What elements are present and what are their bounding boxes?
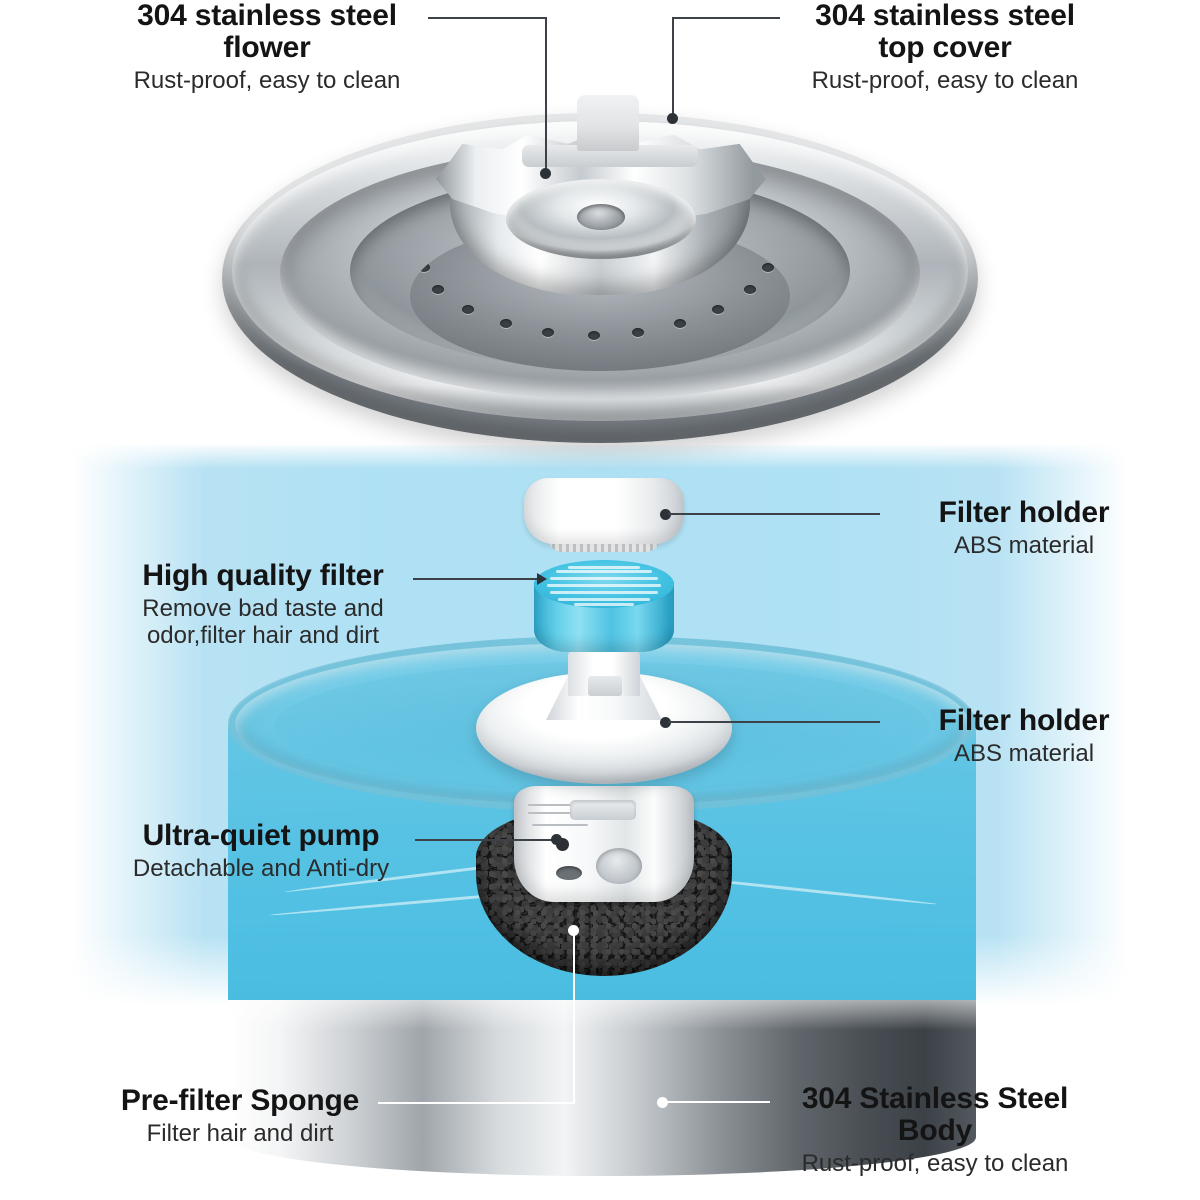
pump-print-line-2 [528, 812, 572, 814]
pump-top-slot [570, 800, 636, 820]
callout-stainless-body: 304 Stainless Steel Body Rust-proof, eas… [772, 1083, 1098, 1177]
callout-filter-holder-upper-subtitle: ABS material [953, 531, 1095, 559]
bowl-steel-highlight [228, 1000, 976, 1030]
callout-high-quality-filter-subtitle-line2: odor,filter hair and dirt [146, 621, 380, 649]
top-cover-handle-tab [577, 95, 639, 151]
callout-flower-title-line1: 304 stainless steel [137, 0, 397, 32]
callout-filter-holder-lower-subtitle: ABS material [953, 739, 1095, 767]
callout-pre-filter-sponge-title: Pre-filter Sponge [120, 1084, 360, 1117]
callout-stainless-body-title-line1: 304 Stainless Steel [801, 1082, 1069, 1115]
callout-filter-holder-lower: Filter holder ABS material [884, 705, 1164, 768]
flower-center-nozzle [577, 204, 625, 230]
callout-ultra-quiet-pump: Ultra-quiet pump Detachable and Anti-dry [104, 820, 418, 883]
callout-flower-subtitle: Rust-proof, easy to clean [133, 66, 401, 94]
stainless-steel-top-cover-part [222, 95, 978, 455]
callout-filter-holder-upper: Filter holder ABS material [884, 497, 1164, 560]
holder-lower-clip [588, 676, 622, 696]
ultra-quiet-pump-part [452, 786, 752, 976]
holder-upper-body [524, 478, 684, 544]
callout-high-quality-filter: High quality filter Remove bad taste and… [116, 560, 410, 650]
callout-top-cover-title-line1: 304 stainless steel [815, 0, 1075, 32]
callout-ultra-quiet-pump-subtitle: Detachable and Anti-dry [132, 854, 390, 882]
callout-stainless-body-subtitle: Rust-proof, easy to clean [801, 1149, 1069, 1177]
callout-stainless-body-title-line2: Body [897, 1113, 973, 1147]
pump-outlet-port [596, 848, 642, 884]
callout-flower: 304 stainless steel flower Rust-proof, e… [104, 0, 430, 94]
callout-flower-title-line2: flower [223, 30, 311, 64]
high-quality-filter-part [528, 560, 680, 664]
callout-filter-holder-lower-title: Filter holder [938, 704, 1110, 737]
callout-pre-filter-sponge-subtitle: Filter hair and dirt [146, 1119, 334, 1147]
callout-top-cover-title-line2: top cover [878, 30, 1012, 64]
filter-cartridge-grill [534, 560, 674, 608]
filter-holder-lower-part [476, 650, 732, 790]
callout-ultra-quiet-pump-title: Ultra-quiet pump [142, 819, 380, 852]
callout-high-quality-filter-subtitle-line1: Remove bad taste and [142, 594, 384, 622]
pump-vent-oval [556, 866, 582, 880]
callout-top-cover-subtitle: Rust-proof, easy to clean [811, 66, 1079, 94]
top-cover-handle-base [522, 145, 698, 167]
pump-screw-hole [556, 838, 569, 851]
callout-filter-holder-upper-title: Filter holder [938, 496, 1110, 529]
filter-holder-upper-part [524, 478, 684, 562]
pump-print-line-3 [532, 824, 588, 826]
callout-top-cover: 304 stainless steel top cover Rust-proof… [782, 0, 1108, 94]
callout-pre-filter-sponge: Pre-filter Sponge Filter hair and dirt [100, 1085, 380, 1148]
callout-high-quality-filter-title: High quality filter [142, 559, 384, 592]
pump-print-line-1 [528, 804, 580, 806]
